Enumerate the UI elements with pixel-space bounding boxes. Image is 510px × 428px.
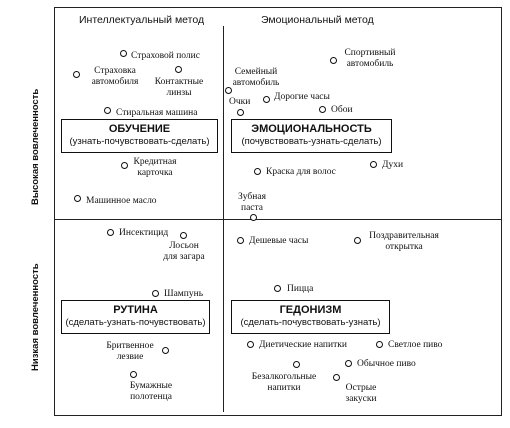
label-motor-oil: Машинное масло [86,196,157,206]
point-pizza [274,285,281,292]
label-insecticide: Инсектицид [119,228,169,238]
point-family-car [225,87,232,94]
label-expensive-watch: Дорогие часы [274,92,330,102]
point-cheap-watch [237,237,244,244]
point-expensive-watch [263,96,270,103]
point-shampoo [152,290,159,297]
point-motor-oil [74,195,81,202]
point-glasses [237,109,244,116]
column-header-emotional: Эмоциональный метод [261,14,374,26]
label-cheap-watch: Дешевые часы [249,236,309,246]
point-perfume [370,161,377,168]
point-car-insurance [73,71,80,78]
point-spicy-snacks [333,374,340,381]
point-toothpaste [250,214,257,221]
label-insurance-policy: Страховой полис [131,51,200,61]
quadrant-subtitle: (сделать-почувствовать-узнать) [240,317,381,328]
point-insurance-policy [120,50,127,57]
point-light-beer [376,341,383,348]
quadrant-title: ОБУЧЕНИЕ [108,123,171,135]
point-suntan-lotion [180,232,187,239]
quadrant-box-hedonism: ГЕДОНИЗМ (сделать-почувствовать-узнать) [231,300,390,334]
point-razor-blade [162,347,169,354]
point-greeting-card [354,237,361,244]
point-soft-drinks [293,361,300,368]
point-insecticide [107,229,114,236]
label-hair-dye: Краска для волос [266,167,336,177]
point-contact-lenses [175,66,182,73]
label-glasses: Очки [229,97,251,107]
label-light-beer: Светлое пиво [388,340,443,350]
quadrant-subtitle: (почувствовать-узнать-сделать) [241,136,382,147]
point-paper-towels [130,371,137,378]
label-diet-drinks: Диетические напитки [259,340,347,350]
point-sports-car [330,57,337,64]
point-wallpaper [319,106,326,113]
method-axis-divider [223,26,224,412]
row-header-low: Низкая вовлеченность [30,263,41,371]
diagram-frame [54,7,502,416]
quadrant-box-learning: ОБУЧЕНИЕ (узнать-почувствовать-сделать) [61,119,218,153]
label-wallpaper: Обои [331,105,353,115]
label-washing-machine: Стиральная машина [116,108,198,118]
quadrant-subtitle: (сделать-узнать-почувствовать) [65,317,206,328]
quadrant-title: ГЕДОНИЗМ [279,304,342,316]
label-shampoo: Шампунь [164,289,204,299]
label-pizza: Пицца [287,284,314,294]
point-diet-drinks [247,341,254,348]
quadrant-title: РУТИНА [113,304,158,316]
point-hair-dye [254,168,261,175]
quadrant-subtitle: (узнать-почувствовать-сделать) [69,136,210,147]
point-washing-machine [104,107,111,114]
point-regular-beer [345,360,352,367]
row-header-high: Высокая вовлеченность [30,88,41,205]
point-credit-card [121,162,128,169]
label-perfume: Духи [382,160,404,170]
quadrant-box-emotionality: ЭМОЦИОНАЛЬНОСТЬ (почувствовать-узнать-сд… [231,119,392,153]
involvement-axis-divider [54,219,502,220]
label-regular-beer: Обычное пиво [357,359,416,369]
column-header-intellectual: Интеллектуальный метод [79,14,205,26]
quadrant-box-routine: РУТИНА (сделать-узнать-почувствовать) [61,300,210,334]
quadrant-title: ЭМОЦИОНАЛЬНОСТЬ [251,123,372,135]
